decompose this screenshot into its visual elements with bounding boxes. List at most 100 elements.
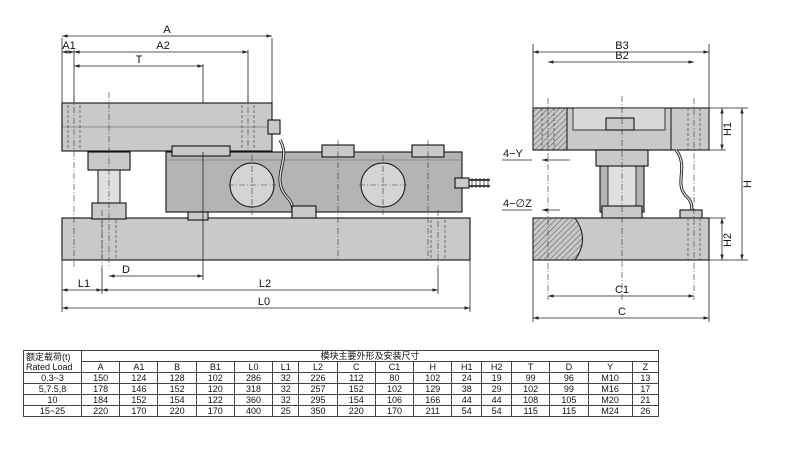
table-cell: 129 — [413, 383, 453, 395]
table-cell: 184 — [80, 394, 121, 406]
front-view: A A1 A2 T D L1 L2 L0 — [61, 24, 490, 312]
dim-label-A: A — [163, 24, 171, 36]
dim-label-Z: 4−∅Z — [503, 198, 532, 210]
table-cell: 44 — [451, 394, 483, 406]
column-header-h: H — [413, 361, 453, 373]
dim-label-L0: L0 — [258, 296, 270, 308]
table-cell: M20 — [587, 394, 633, 406]
table-cell: M10 — [587, 372, 633, 384]
table-cell: 115 — [549, 405, 589, 417]
rated-load-cell: 5,7.5,8 — [23, 383, 82, 395]
table-cell: 120 — [195, 383, 235, 395]
table-cell: 99 — [549, 383, 589, 395]
dim-label-B3: B3 — [615, 40, 628, 52]
table-cell: 146 — [119, 383, 159, 395]
table-cell: 102 — [413, 372, 453, 384]
table-cell: 128 — [157, 372, 197, 384]
column-header-h2: H2 — [481, 361, 513, 373]
dim-label-Y: 4−Y — [503, 148, 524, 160]
table-cell: 17 — [631, 383, 660, 395]
dim-label-H2: H2 — [722, 233, 734, 247]
table-cell: 400 — [233, 405, 274, 417]
rated-load-cell: 0.3~3 — [23, 372, 82, 384]
table-cell: 44 — [481, 394, 513, 406]
front-base-plate — [61, 217, 471, 261]
dim-label-D: D — [122, 264, 130, 276]
table-cell: 80 — [374, 372, 415, 384]
table-cell: 108 — [511, 394, 551, 406]
column-header-a: A — [80, 361, 121, 373]
column-header-b1: B1 — [195, 361, 235, 373]
table-cell: 220 — [336, 405, 376, 417]
table-cell: 13 — [631, 372, 660, 384]
column-header-t: T — [511, 361, 551, 373]
rated-load-cell: 15~25 — [23, 405, 82, 417]
table-cell: 112 — [336, 372, 376, 384]
table-cell: 25 — [272, 405, 300, 417]
table-cell: 32 — [272, 394, 300, 406]
table-cell: 32 — [272, 383, 300, 395]
table-cell: 286 — [233, 372, 274, 384]
load-cell-body — [165, 151, 463, 213]
table-cell: 102 — [511, 383, 551, 395]
column-header-h1: H1 — [451, 361, 483, 373]
dim-label-C1: C1 — [615, 284, 629, 296]
table-cell: 154 — [336, 394, 376, 406]
table-cell: 318 — [233, 383, 274, 395]
table-cell: 102 — [374, 383, 415, 395]
table-cell: 29 — [481, 383, 513, 395]
table-cell: M24 — [587, 405, 633, 417]
table-cell: 226 — [298, 372, 338, 384]
table-cell: 257 — [298, 383, 338, 395]
rated-load-cell: 10 — [23, 394, 82, 406]
dim-label-T: T — [136, 54, 143, 66]
column-header-l2: L2 — [298, 361, 338, 373]
table-cell: 170 — [195, 405, 235, 417]
table-cell: 102 — [195, 372, 235, 384]
table-cell: M16 — [587, 383, 633, 395]
table-cell: 54 — [481, 405, 513, 417]
table-cell: 105 — [549, 394, 589, 406]
table-cell: 21 — [631, 394, 660, 406]
column-header-z: Z — [631, 361, 660, 373]
dim-label-A2: A2 — [156, 40, 169, 52]
table-cell: 54 — [451, 405, 483, 417]
table-cell: 154 — [157, 394, 197, 406]
group-title: 模块主要外形及安装尺寸 — [81, 350, 659, 362]
table-cell: 26 — [631, 405, 660, 417]
column-header-l1: L1 — [272, 361, 300, 373]
table-cell: 122 — [195, 394, 235, 406]
dim-label-L2: L2 — [259, 278, 271, 290]
technical-drawing: A A1 A2 T D L1 L2 L0 — [61, 24, 754, 322]
dim-label-B2: B2 — [615, 50, 628, 62]
table-cell: 99 — [511, 372, 551, 384]
dim-label-C: C — [618, 306, 626, 318]
table-cell: 170 — [119, 405, 159, 417]
table-cell: 152 — [119, 394, 159, 406]
cable-gland — [454, 177, 470, 189]
column-header-d: D — [549, 361, 589, 373]
load-header: 额定载荷(t) Rated Load — [23, 350, 82, 373]
table-cell: 124 — [119, 372, 159, 384]
table-cell: 220 — [157, 405, 197, 417]
table-cell: 220 — [80, 405, 121, 417]
table-cell: 360 — [233, 394, 274, 406]
table-cell: 295 — [298, 394, 338, 406]
table-cell: 24 — [451, 372, 483, 384]
table-cell: 178 — [80, 383, 121, 395]
table-cell: 350 — [298, 405, 338, 417]
column-header-a1: A1 — [119, 361, 159, 373]
dim-label-A1: A1 — [62, 40, 75, 52]
load-header-cn: 额定载荷(t) — [26, 351, 71, 362]
table-cell: 152 — [157, 383, 197, 395]
table-cell: 96 — [549, 372, 589, 384]
dim-label-H: H — [742, 180, 754, 188]
table-cell: 115 — [511, 405, 551, 417]
table-cell: 211 — [413, 405, 453, 417]
load-header-en: Rated Load — [26, 361, 73, 372]
